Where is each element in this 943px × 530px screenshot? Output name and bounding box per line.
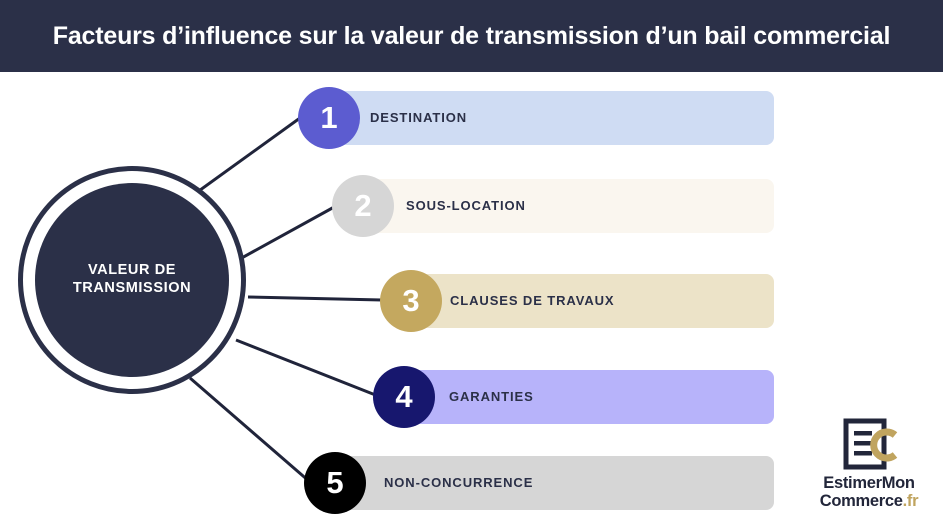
factor-number-3: 3	[402, 283, 420, 318]
factor-badge-5[interactable]: 5	[304, 452, 366, 514]
hub-label: VALEUR DE TRANSMISSION	[72, 262, 192, 296]
factor-bar-1	[328, 91, 774, 145]
connector-line-4	[235, 338, 379, 398]
factor-bar-4	[403, 370, 774, 424]
factor-row-4[interactable]: 4 GARANTIES	[373, 366, 774, 428]
factor-badge-1[interactable]: 1	[298, 87, 360, 149]
factor-row-3[interactable]: 3 CLAUSES DE TRAVAUX	[380, 270, 774, 332]
page-title: Facteurs d’influence sur la valeur de tr…	[52, 22, 891, 50]
factor-badge-3[interactable]: 3	[380, 270, 442, 332]
factor-number-1: 1	[320, 100, 338, 135]
factor-bar-2	[362, 179, 774, 233]
logo-line-2-main: Commerce	[819, 492, 903, 511]
logo-tld: .fr	[902, 492, 919, 511]
factor-label-2: SOUS-LOCATION	[406, 198, 526, 213]
hub-inner-circle	[35, 183, 229, 377]
brand-logo: EstimerMon Commerce.fr	[795, 418, 943, 523]
factor-bar-5	[334, 456, 774, 510]
factor-badge-2[interactable]: 2	[332, 175, 394, 237]
factor-label-4: GARANTIES	[449, 389, 534, 404]
connector-line-3	[247, 295, 385, 302]
factor-number-2: 2	[354, 188, 372, 223]
estimermoncommerce-logo-icon	[843, 418, 898, 470]
logo-wordmark: EstimerMon Commerce.fr	[795, 474, 943, 511]
factor-label-5: NON-CONCURRENCE	[384, 475, 534, 490]
central-hub: VALEUR DE TRANSMISSION	[18, 166, 246, 394]
factor-row-2[interactable]: 2 SOUS-LOCATION	[332, 175, 774, 237]
factor-badge-4[interactable]: 4	[373, 366, 435, 428]
logo-line-2: Commerce.fr	[795, 492, 943, 510]
factor-number-5: 5	[326, 465, 344, 500]
factor-row-5[interactable]: 5 NON-CONCURRENCE	[304, 452, 774, 514]
connector-line-2	[237, 204, 337, 262]
factor-row-1[interactable]: 1 DESTINATION	[298, 87, 774, 149]
factor-number-4: 4	[395, 379, 413, 414]
factor-bar-3	[410, 274, 774, 328]
factor-label-3: CLAUSES DE TRAVAUX	[450, 293, 615, 308]
logo-line-1: EstimerMon	[823, 474, 915, 492]
header-bar	[0, 0, 943, 72]
factor-label-1: DESTINATION	[370, 110, 468, 125]
